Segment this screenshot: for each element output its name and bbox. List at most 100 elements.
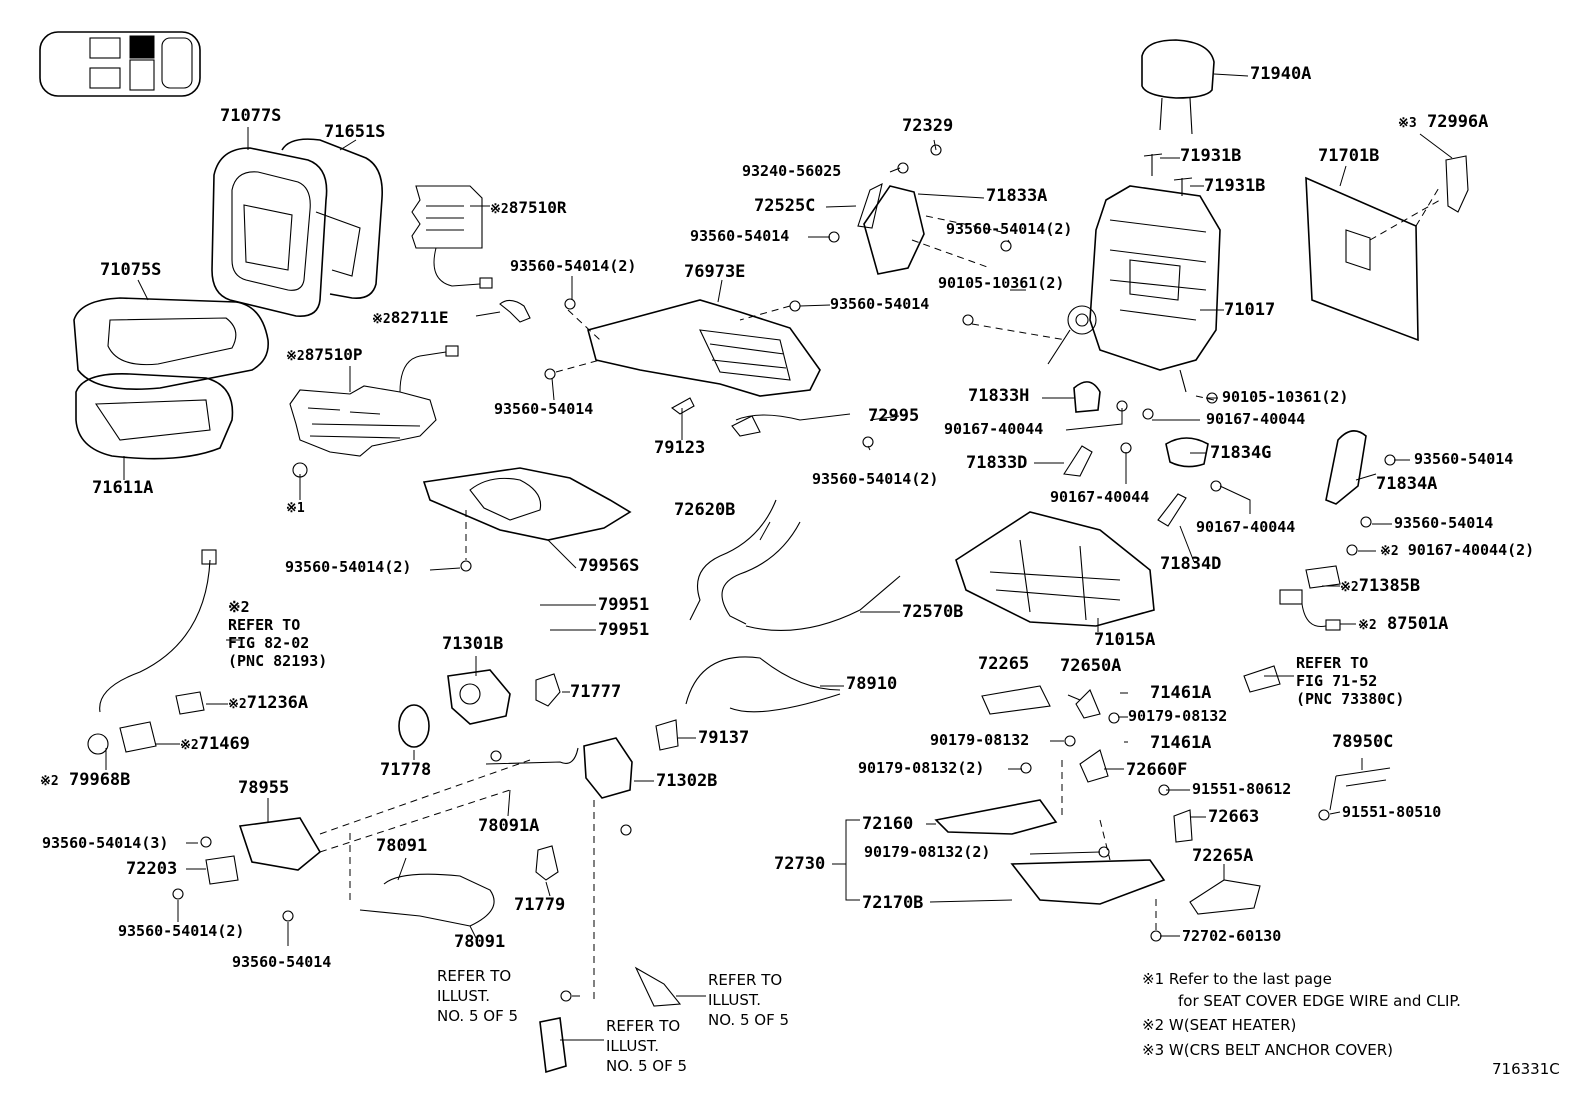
label-90179-08132: 90179-08132 bbox=[930, 731, 1030, 749]
label-71385B: 71385B bbox=[1358, 576, 1421, 596]
label-71469: 71469 bbox=[198, 734, 250, 754]
label-71611A: 71611A bbox=[92, 478, 154, 498]
label-72996A: 72996A bbox=[1426, 112, 1489, 132]
label-87501A-group: ※2 87501A bbox=[1358, 616, 1448, 633]
hinge-cover-71834G bbox=[1165, 437, 1209, 468]
part-71302B bbox=[583, 737, 633, 1000]
label-71777: 71777 bbox=[570, 682, 622, 702]
seat-cushion-cover-71075S bbox=[73, 297, 269, 390]
headrest-71940A bbox=[1141, 39, 1215, 135]
hinge-cover-71833A bbox=[863, 185, 1003, 275]
label-71461A: 71461A bbox=[1150, 733, 1212, 753]
label-90105-10361-2: 90105-10361(2) bbox=[938, 274, 1065, 292]
label-90167-40044-2-group: ※2 90167-40044(2) bbox=[1380, 543, 1534, 559]
refer-pnc: (PNC 73380C) bbox=[1296, 690, 1405, 708]
label-71651S: 71651S bbox=[324, 122, 386, 142]
label-93560-54014-2: 93560-54014(2) bbox=[510, 257, 637, 275]
part-79123 bbox=[670, 397, 695, 415]
label-82711E-group: ※282711E bbox=[372, 308, 449, 327]
part-71778 bbox=[398, 704, 430, 748]
connector-82711E bbox=[499, 299, 531, 323]
marker-2: ※2 bbox=[40, 774, 59, 789]
label-72170B: 72170B bbox=[862, 893, 924, 913]
label-71301B: 71301B bbox=[442, 634, 504, 654]
seat-heater-87510P bbox=[289, 345, 459, 478]
label-72620B: 72620B bbox=[674, 500, 736, 520]
label-71015A: 71015A bbox=[1094, 630, 1156, 650]
hinge-cover-71834D bbox=[1157, 493, 1187, 527]
part-71469 bbox=[119, 721, 157, 753]
label-71075S: 71075S bbox=[100, 260, 162, 280]
label-71236A-group: ※271236A bbox=[228, 695, 308, 712]
label-71931B: 71931B bbox=[1180, 146, 1242, 166]
anchor-cover-72996A bbox=[1445, 155, 1469, 213]
refer-number: NO. 5 OF 5 bbox=[606, 1057, 688, 1075]
label-71077S: 71077S bbox=[220, 106, 282, 126]
cable-78091 bbox=[359, 873, 495, 927]
label-78950C: 78950C bbox=[1332, 732, 1394, 752]
label-71931B: 71931B bbox=[1204, 176, 1266, 196]
label-79951: 79951 bbox=[598, 595, 650, 615]
label-72570B: 72570B bbox=[902, 602, 964, 622]
seat-back-cover-71077S bbox=[211, 147, 328, 317]
marker-2: ※2 bbox=[228, 697, 247, 712]
label-78955: 78955 bbox=[238, 778, 290, 798]
label-78091: 78091 bbox=[454, 932, 506, 952]
label-82711E: 82711E bbox=[390, 308, 449, 327]
part-79968B bbox=[87, 733, 109, 755]
bracket-72650A bbox=[1075, 689, 1101, 719]
label-79951: 79951 bbox=[598, 620, 650, 640]
refer-illust-b: REFER TO ILLUST. NO. 5 OF 5 bbox=[708, 970, 789, 1030]
label-72660F: 72660F bbox=[1126, 760, 1188, 780]
harness-78950C bbox=[1329, 767, 1391, 811]
label-72265A: 72265A bbox=[1192, 846, 1254, 866]
label-71302B: 71302B bbox=[656, 771, 718, 791]
refer-text: REFER TO bbox=[708, 971, 783, 989]
label-93560-54014-2: 93560-54014(2) bbox=[946, 220, 1073, 238]
cable-72570B bbox=[745, 575, 901, 631]
refer-number: NO. 5 OF 5 bbox=[437, 1007, 519, 1025]
label-91551-80510: 91551-80510 bbox=[1342, 803, 1442, 821]
label-93560-54014-2: 93560-54014(2) bbox=[118, 922, 245, 940]
label-79968B-group: ※2 79968B bbox=[40, 772, 130, 789]
seatback-frame-71017 bbox=[971, 185, 1221, 401]
label-90167-40044: 90167-40044 bbox=[1196, 518, 1296, 536]
refer-text: REFER TO bbox=[437, 967, 512, 985]
refer-fig-82-02: ※2 REFER TO FIG 82-02 (PNC 82193) bbox=[228, 598, 327, 670]
label-79137: 79137 bbox=[698, 728, 750, 748]
label-72203: 72203 bbox=[126, 859, 178, 879]
refer-marker: ※2 bbox=[228, 598, 250, 616]
label-87501A: 87501A bbox=[1386, 614, 1449, 634]
label-71701B: 71701B bbox=[1318, 146, 1380, 166]
part-71777 bbox=[535, 673, 561, 707]
seat-back-pad-71651S bbox=[281, 138, 383, 300]
label-71779: 71779 bbox=[514, 895, 566, 915]
back-board-71701B bbox=[1305, 176, 1441, 342]
cushion-frame-71015A bbox=[955, 511, 1155, 627]
hinge-cover-71834A bbox=[1325, 430, 1367, 505]
label-78091: 78091 bbox=[376, 836, 428, 856]
refer-fig-71-52: REFER TO FIG 71-52 (PNC 73380C) bbox=[1296, 654, 1404, 708]
label-71834A: 71834A bbox=[1376, 474, 1438, 494]
refer-illust: ILLUST. bbox=[437, 987, 491, 1005]
label-90179-08132-2: 90179-08132(2) bbox=[864, 843, 991, 861]
marker-1: ※1 bbox=[286, 501, 305, 516]
label-90167-40044: 90167-40044 bbox=[1206, 410, 1306, 428]
refer-illust-a: REFER TO ILLUST. NO. 5 OF 5 bbox=[437, 966, 518, 1026]
label-72650A: 72650A bbox=[1060, 656, 1122, 676]
label-71834G: 71834G bbox=[1210, 443, 1272, 463]
label-72996A-group: ※3 72996A bbox=[1398, 114, 1488, 131]
marker-2: ※2 bbox=[1340, 580, 1359, 595]
marker-2: ※2 bbox=[490, 202, 509, 217]
marker-2: ※2 bbox=[180, 738, 199, 753]
marker-2: ※2 bbox=[286, 349, 305, 364]
refer-number: NO. 5 OF 5 bbox=[708, 1011, 790, 1029]
label-78910: 78910 bbox=[846, 674, 898, 694]
track-cover-72265 bbox=[981, 685, 1051, 715]
label-72995: 72995 bbox=[868, 406, 920, 426]
label-71385B-group: ※271385B bbox=[1340, 578, 1420, 595]
label-90105-10361-2: 90105-10361(2) bbox=[1222, 388, 1349, 406]
label-93560-54014: 93560-54014 bbox=[1394, 514, 1494, 532]
label-71834D: 71834D bbox=[1160, 554, 1222, 574]
